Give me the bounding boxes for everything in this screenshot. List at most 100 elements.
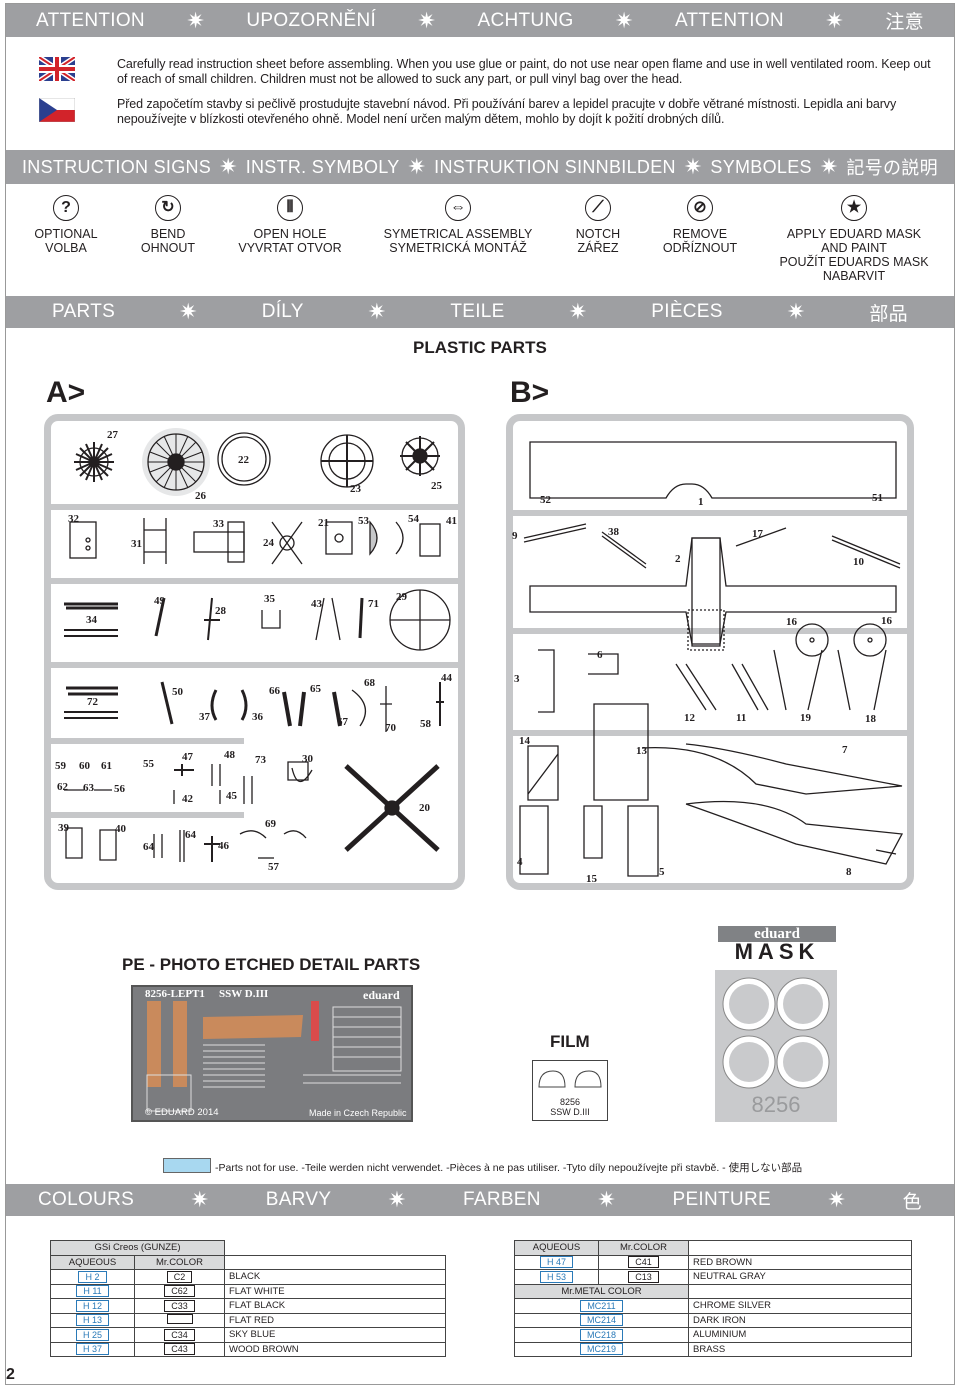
parts-de: TEILE xyxy=(450,301,505,322)
sign-label: NOTCH xyxy=(575,227,621,241)
part-number: 8 xyxy=(846,866,852,878)
sprue-b-parts xyxy=(519,441,904,877)
table-row: H 11 C62 FLAT WHITE xyxy=(50,1283,446,1299)
part-number: 26 xyxy=(195,490,206,502)
pe-title: PE - PHOTO ETCHED DETAIL PARTS xyxy=(122,955,421,974)
part-number: 11 xyxy=(736,712,747,724)
question-icon: ? xyxy=(53,195,79,221)
pe-brand: eduard xyxy=(363,988,400,1002)
part-number: 43 xyxy=(311,598,322,610)
aqueous-code: H 11 xyxy=(76,1285,109,1298)
sign-label: APPLY EDUARD MASK xyxy=(786,227,922,241)
part-number: 55 xyxy=(143,758,154,770)
part-number: 51 xyxy=(872,492,883,504)
film-sheet: 8256 SSW D.III xyxy=(532,1060,608,1121)
part-number: 17 xyxy=(752,528,763,540)
signs-fr: SYMBOLES xyxy=(710,156,812,177)
mr-color-code: C13 xyxy=(628,1270,659,1283)
part-number: 20 xyxy=(419,802,430,814)
pe-made-in: Made in Czech Republic xyxy=(309,1108,407,1118)
color-name: RED BROWN xyxy=(688,1254,912,1270)
color-name: CHROME SILVER xyxy=(688,1298,912,1314)
parts-en: PARTS xyxy=(52,301,116,322)
sign-label: SYMETRICKÁ MONTÁŽ xyxy=(389,241,527,255)
mask-sheet: 8256 xyxy=(715,970,837,1122)
sign-label: VYVRTAT OTVOR xyxy=(238,241,342,255)
star-icon: ✷ xyxy=(825,7,845,33)
attention-cz: UPOZORNĚNÍ xyxy=(246,9,377,31)
part-number: 21 xyxy=(318,517,329,529)
metal-color-code: MC214 xyxy=(579,1314,623,1327)
part-number: 22 xyxy=(238,454,249,466)
star-icon: ✷ xyxy=(179,299,198,324)
parts-cz: DÍLY xyxy=(261,301,304,322)
color-name: FLAT WHITE xyxy=(224,1283,446,1299)
sign-notch: ⟋ NOTCH ZÁŘEZ xyxy=(560,195,636,255)
unused-parts-swatch xyxy=(163,1158,211,1173)
sign-bend: ↻ BEND OHNOUT xyxy=(128,195,208,255)
part-number: 59 xyxy=(55,760,66,772)
part-number: 44 xyxy=(441,672,452,684)
metal-color-code: MC219 xyxy=(579,1343,623,1356)
metal-color-code: MC211 xyxy=(580,1299,623,1312)
sign-label: OHNOUT xyxy=(140,241,196,255)
sprue-a-label: A> xyxy=(46,376,86,409)
part-number: 71 xyxy=(368,598,379,610)
part-number: 65 xyxy=(310,683,321,695)
part-number: 52 xyxy=(540,494,551,506)
sprue-b-label: B> xyxy=(510,376,550,409)
unused-parts-legend: -Parts not for use. -Teile werden nicht … xyxy=(215,1162,803,1174)
attention-de: ACHTUNG xyxy=(477,9,574,31)
part-number: 15 xyxy=(586,873,597,885)
aqueous-code: H 13 xyxy=(75,1314,109,1327)
part-number: 62 xyxy=(57,781,68,793)
plastic-parts-title: PLASTIC PARTS xyxy=(413,338,547,357)
bend-icon: ↻ xyxy=(155,195,181,221)
instruction-signs-bar: INSTRUCTION SIGNS ✷ INSTR. SYMBOLY ✷ INS… xyxy=(6,150,954,184)
parts-bar: PARTS ✷ DÍLY ✷ TEILE ✷ PIÈCES ✷ 部品 xyxy=(6,296,954,328)
star-icon: ✷ xyxy=(683,154,703,179)
color-name: FLAT RED xyxy=(224,1312,446,1328)
sign-label: AND PAINT xyxy=(821,241,887,255)
part-number: 53 xyxy=(358,515,369,527)
color-name: WOOD BROWN xyxy=(224,1341,446,1357)
star-icon: ✷ xyxy=(190,1187,210,1212)
part-number: 40 xyxy=(115,823,126,835)
header-aqueous: AQUEOUS xyxy=(514,1240,599,1256)
signs-cz: INSTR. SYMBOLY xyxy=(245,156,400,177)
aqueous-code: H 25 xyxy=(75,1328,109,1341)
table-row: MC211 CHROME SILVER xyxy=(514,1298,912,1314)
star-icon: ✷ xyxy=(827,1187,847,1212)
pe-model: SSW D.III xyxy=(219,988,269,1000)
colours-cz: BARVY xyxy=(265,1189,332,1210)
part-number: 5 xyxy=(659,866,665,878)
part-number: 9 xyxy=(512,530,518,542)
mr-color-code: C41 xyxy=(628,1256,659,1269)
part-number: 16 xyxy=(786,616,797,628)
part-number: 1 xyxy=(698,496,704,508)
part-number: 47 xyxy=(182,751,193,763)
mask-circles xyxy=(722,977,830,1089)
part-number: 13 xyxy=(636,745,647,757)
part-number: 28 xyxy=(215,605,226,617)
color-name: ALUMINIUM xyxy=(688,1327,912,1343)
remove-icon: ⊘ xyxy=(687,195,713,221)
mr-color-code: C2 xyxy=(166,1270,193,1283)
part-number: 57 xyxy=(268,861,279,873)
aqueous-code: H 37 xyxy=(75,1343,109,1356)
part-number: 12 xyxy=(684,712,695,724)
aqueous-code: H 12 xyxy=(75,1299,109,1312)
star-icon: ✷ xyxy=(614,7,634,33)
part-number: 50 xyxy=(172,686,183,698)
pe-fret-detail xyxy=(146,1001,402,1112)
part-number: 6 xyxy=(597,649,603,661)
aqueous-code: H 47 xyxy=(539,1256,573,1269)
part-number: 31 xyxy=(131,538,142,550)
mr-color-code: C62 xyxy=(164,1285,195,1298)
